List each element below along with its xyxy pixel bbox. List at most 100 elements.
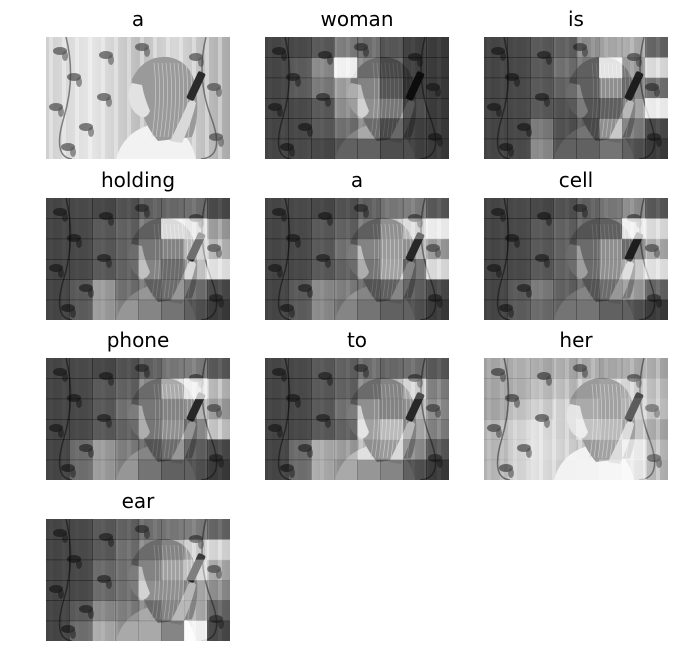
attention-cell (115, 539, 139, 561)
attention-cell (92, 600, 116, 622)
attention-cell (553, 259, 577, 280)
attention-cell (334, 198, 358, 219)
panel-word-label: to (346, 328, 368, 352)
attention-cell (599, 299, 623, 320)
attention-cell (92, 398, 116, 420)
attention-map-image (484, 198, 668, 320)
attention-cell (161, 279, 185, 301)
attention-cell (207, 580, 230, 601)
attention-cell (553, 57, 577, 79)
attention-cell (357, 279, 381, 301)
attention-cell (599, 198, 623, 219)
attention-cell (576, 118, 600, 140)
attention-panel: ear (46, 487, 230, 641)
attention-cell (622, 118, 646, 140)
attention-cell (69, 580, 93, 601)
attention-cell (46, 539, 70, 561)
attention-cell (357, 259, 381, 280)
attention-cell (184, 218, 208, 240)
attention-cell (507, 218, 531, 240)
attention-cell (311, 218, 335, 240)
attention-cell (138, 198, 162, 219)
attention-cell (334, 419, 358, 440)
attention-cell (507, 98, 531, 119)
attention-overlay (46, 358, 230, 480)
attention-cell (161, 559, 185, 581)
attention-cell (645, 98, 668, 119)
attention-cell (69, 279, 93, 301)
attention-cell (161, 580, 185, 601)
attention-cell (357, 118, 381, 140)
attention-cell (138, 459, 162, 480)
attention-cell (288, 118, 312, 140)
attention-overlay (484, 358, 668, 480)
attention-cell (161, 519, 185, 540)
attention-cell (69, 378, 93, 400)
attention-cell (553, 77, 577, 99)
attention-cell (92, 439, 116, 461)
attention-cell (207, 259, 230, 280)
attention-cell (507, 57, 531, 79)
attention-cell (334, 459, 358, 480)
attention-cell (507, 299, 531, 320)
attention-cell (599, 279, 623, 301)
panel-word-label: a (131, 7, 145, 31)
attention-cell (138, 519, 162, 540)
attention-overlay (46, 519, 230, 641)
attention-cell (530, 37, 554, 58)
attention-cell (576, 358, 600, 379)
attention-cell (46, 580, 70, 601)
attention-cell (161, 459, 185, 480)
attention-cell (553, 218, 577, 240)
attention-cell (69, 459, 93, 480)
attention-cell (311, 77, 335, 99)
attention-cell (334, 218, 358, 240)
attention-cell (184, 459, 208, 480)
attention-cell (380, 358, 404, 379)
attention-cell (403, 98, 427, 119)
attention-cell (484, 459, 508, 480)
attention-cell (622, 238, 646, 260)
attention-cell (288, 57, 312, 79)
attention-cell (138, 398, 162, 420)
attention-cell (645, 198, 668, 219)
attention-cell (161, 358, 185, 379)
attention-map-image (265, 358, 449, 480)
attention-cell (288, 218, 312, 240)
attention-cell (403, 439, 427, 461)
attention-cell (311, 299, 335, 320)
attention-cell (599, 218, 623, 240)
attention-cell (645, 299, 668, 320)
attention-cell (184, 419, 208, 440)
attention-cell (138, 378, 162, 400)
attention-cell (265, 238, 289, 260)
attention-cell (69, 299, 93, 320)
attention-cell (403, 378, 427, 400)
attention-cell (645, 57, 668, 79)
attention-cell (484, 198, 508, 219)
attention-cell (553, 98, 577, 119)
attention-cell (484, 439, 508, 461)
attention-cell (288, 138, 312, 159)
attention-cell (115, 238, 139, 260)
attention-cell (403, 77, 427, 99)
attention-cell (380, 259, 404, 280)
attention-cell (207, 600, 230, 622)
attention-cell (138, 279, 162, 301)
attention-cell (184, 439, 208, 461)
attention-cell (138, 559, 162, 581)
attention-map-image (46, 198, 230, 320)
attention-cell (426, 358, 449, 379)
attention-cell (530, 138, 554, 159)
attention-cell (530, 238, 554, 260)
attention-cell (380, 218, 404, 240)
attention-cell (380, 459, 404, 480)
attention-cell (622, 198, 646, 219)
attention-cell (553, 118, 577, 140)
attention-cell (507, 238, 531, 260)
attention-cell (599, 398, 623, 420)
attention-cell (645, 279, 668, 301)
attention-cell (599, 419, 623, 440)
attention-cell (69, 218, 93, 240)
attention-map-image (484, 358, 668, 480)
